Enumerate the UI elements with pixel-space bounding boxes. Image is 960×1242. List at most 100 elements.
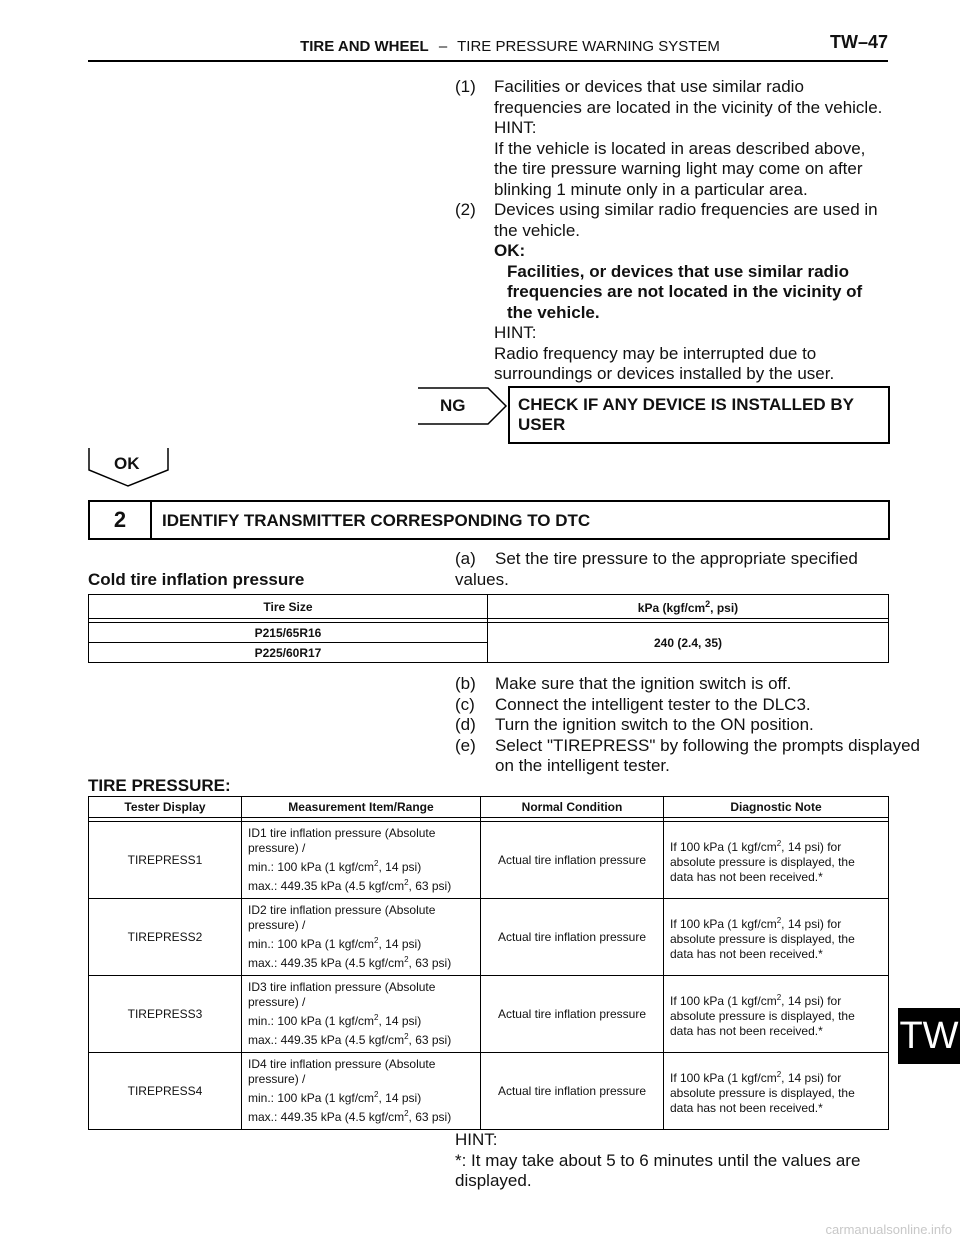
- measurement-max: max.: 449.35 kPa (4.5 kgf/cm2, 63 psi): [248, 952, 474, 971]
- measurement-min: min.: 100 kPa (1 kgf/cm2, 14 psi): [248, 1010, 474, 1029]
- min-end: , 14 psi): [378, 937, 422, 951]
- pressure-value-cell: 240 (2.4, 35): [487, 622, 889, 663]
- min-end: , 14 psi): [378, 1014, 422, 1028]
- header-rule: [88, 60, 888, 62]
- footer-watermark: carmanualsonline.info: [825, 1222, 952, 1237]
- hint-line: surroundings or devices installed by the…: [494, 364, 835, 383]
- step-a: (a)Set the tire pressure to the appropri…: [455, 549, 895, 590]
- max-text: max.: 449.35 kPa (4.5 kgf/cm: [248, 1110, 405, 1124]
- max-sup: 2: [404, 955, 409, 964]
- step-text: Select "TIREPRESS" by following the prom…: [495, 735, 920, 755]
- tester-display-cell: TIREPRESS4: [88, 1052, 242, 1130]
- cold-title: Cold tire inflation pressure: [88, 570, 305, 589]
- step-label: (e): [455, 735, 476, 755]
- note-line: data has not been received.*: [670, 1023, 823, 1038]
- hint-line: displayed.: [455, 1171, 532, 1190]
- item-1-number: (1): [455, 77, 476, 96]
- tester-display-cell: TIREPRESS3: [88, 975, 242, 1053]
- max-text: max.: 449.35 kPa (4.5 kgf/cm: [248, 879, 405, 893]
- header-subsection: TIRE PRESSURE WARNING SYSTEM: [457, 38, 720, 55]
- hint-label: HINT:: [494, 118, 537, 137]
- tire-pressure-title: TIRE PRESSURE:: [88, 776, 231, 795]
- note-sup: 2: [776, 1069, 782, 1079]
- note-line: If 100 kPa (1 kgf/cm2, 14 psi) for: [670, 990, 882, 1009]
- note-line: data has not been received.*: [670, 946, 823, 961]
- note-line: data has not been received.*: [670, 1100, 823, 1115]
- ng-action-text: CHECK IF ANY DEVICE IS INSTALLED BY USER: [510, 388, 888, 435]
- ok-spec-line: the vehicle.: [507, 302, 600, 322]
- step-e-continuation: on the intelligent tester.: [495, 756, 670, 775]
- item-2-number: (2): [455, 200, 476, 219]
- min-sup: 2: [374, 1090, 379, 1099]
- note-line: If 100 kPa (1 kgf/cm2, 14 psi) for: [670, 836, 882, 855]
- step-b: (b) Make sure that the ignition switch is…: [455, 674, 895, 695]
- hint-line: *: It may take about 5 to 6 minutes unti…: [455, 1150, 861, 1170]
- item-2-line: Devices using similar radio frequencies …: [494, 200, 878, 219]
- max-sup: 2: [404, 1032, 409, 1041]
- note-text: If 100 kPa (1 kgf/cm: [670, 839, 777, 854]
- note-line: absolute pressure is displayed, the: [670, 931, 855, 946]
- ng-action-line: CHECK IF ANY DEVICE IS INSTALLED BY: [518, 395, 854, 414]
- note-end: , 14 psi) for: [781, 1070, 842, 1085]
- measurement-max: max.: 449.35 kPa (4.5 kgf/cm2, 63 psi): [248, 1029, 474, 1048]
- normal-condition-cell: Actual tire inflation pressure: [480, 1052, 664, 1130]
- note-sup: 2: [776, 992, 782, 1002]
- hint-line: blinking 1 minute only in a particular a…: [494, 179, 808, 199]
- item-1-line: frequencies are located in the vicinity …: [494, 97, 883, 117]
- ng-label: NG: [440, 396, 466, 415]
- min-sup: 2: [374, 936, 379, 945]
- measurement-max: max.: 449.35 kPa (4.5 kgf/cm2, 63 psi): [248, 875, 474, 894]
- col-tire-size: Tire Size: [88, 594, 488, 619]
- note-sup: 2: [776, 838, 782, 848]
- step-label: (d): [455, 715, 476, 734]
- step-text: Make sure that the ignition switch is of…: [495, 674, 792, 693]
- min-text: min.: 100 kPa (1 kgf/cm: [248, 1014, 375, 1028]
- ok-spec-label: OK:: [494, 241, 526, 260]
- step-e: (e) Select "TIREPRESS" by following the p…: [455, 735, 920, 757]
- note-sup: 2: [776, 915, 782, 925]
- normal-condition-cell: Actual tire inflation pressure: [480, 975, 664, 1053]
- item-2-line: the vehicle.: [494, 220, 580, 240]
- col-kpa-text: kPa (kgf/cm: [637, 600, 706, 615]
- min-text: min.: 100 kPa (1 kgf/cm: [248, 937, 375, 951]
- col-kpa: kPa (kgf/cm2, psi): [487, 594, 889, 619]
- col-kpa-end: , psi): [710, 600, 739, 615]
- measurement-line: ID4 tire inflation pressure (Absolute: [248, 1057, 436, 1071]
- measurement-min: min.: 100 kPa (1 kgf/cm2, 14 psi): [248, 1087, 474, 1106]
- header-separator: –: [438, 38, 448, 55]
- note-text: If 100 kPa (1 kgf/cm: [670, 916, 777, 931]
- col-normal: Normal Condition: [480, 796, 664, 818]
- max-text: max.: 449.35 kPa (4.5 kgf/cm: [248, 956, 405, 970]
- max-sup: 2: [404, 1109, 409, 1118]
- col-tester-display: Tester Display: [88, 796, 242, 818]
- measurement-min: min.: 100 kPa (1 kgf/cm2, 14 psi): [248, 856, 474, 875]
- max-text: max.: 449.35 kPa (4.5 kgf/cm: [248, 1033, 405, 1047]
- tester-display-cell: TIREPRESS1: [88, 821, 242, 899]
- final-hint: HINT: *: It may take about 5 to 6 minute…: [455, 1130, 895, 1192]
- measurement-line: pressure) /: [248, 995, 306, 1009]
- min-end: , 14 psi): [378, 860, 422, 874]
- note-line: absolute pressure is displayed, the: [670, 854, 855, 869]
- running-header: TIRE AND WHEEL – TIRE PRESSURE WARNING S…: [200, 38, 820, 55]
- tire-size-cell: P215/65R16: [88, 622, 488, 643]
- hint-label: HINT:: [455, 1130, 498, 1149]
- measurement-max: max.: 449.35 kPa (4.5 kgf/cm2, 63 psi): [248, 1106, 474, 1125]
- tire-size-cell: P225/60R17: [88, 642, 488, 663]
- step-label: (a): [455, 549, 476, 568]
- step-label: (b): [455, 674, 476, 693]
- note-line: absolute pressure is displayed, the: [670, 1085, 855, 1100]
- table-row: TIREPRESS4 ID4 tire inflation pressure (A…: [88, 1052, 889, 1130]
- min-sup: 2: [374, 859, 379, 868]
- note-text: If 100 kPa (1 kgf/cm: [670, 1070, 777, 1085]
- step-text: Set the tire pressure to the appropriate…: [455, 549, 858, 589]
- section-tab: TW: [898, 1008, 960, 1064]
- max-end: , 63 psi): [408, 879, 452, 893]
- ok-spec-line: frequencies are not located in the vicin…: [507, 282, 863, 301]
- step-title: IDENTIFY TRANSMITTER CORRESPONDING TO DT…: [162, 511, 591, 530]
